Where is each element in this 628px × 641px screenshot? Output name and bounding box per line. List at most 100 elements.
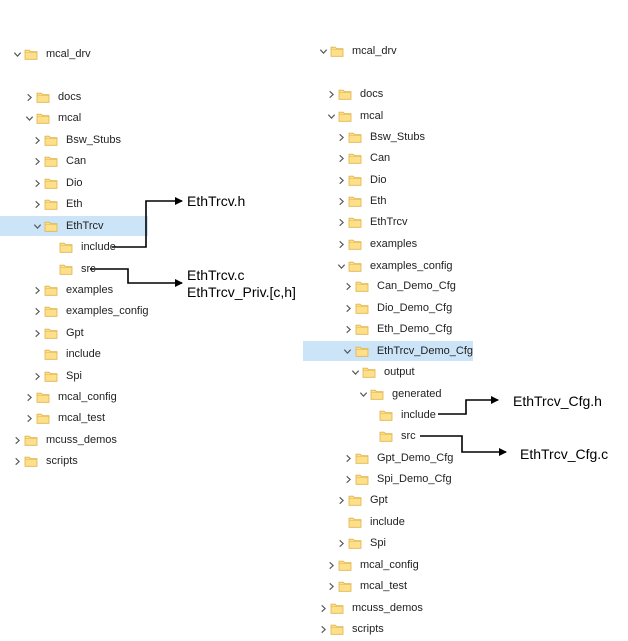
tree-item-ethtrcv[interactable]: EthTrcv: [334, 212, 408, 232]
chevron-right-icon[interactable]: [22, 387, 36, 407]
chevron-down-icon[interactable]: [341, 341, 355, 361]
folder-icon: [24, 47, 38, 61]
chevron-right-icon[interactable]: [334, 490, 348, 510]
callout-ethtrcv-cfg-c: EthTrcv_Cfg.c: [520, 446, 609, 462]
chevron-right-icon[interactable]: [10, 451, 24, 471]
chevron-down-icon[interactable]: [30, 216, 44, 236]
chevron-right-icon[interactable]: [30, 151, 44, 171]
chevron-right-icon[interactable]: [324, 555, 338, 575]
chevron-right-icon[interactable]: [341, 276, 355, 296]
tree-item-examples[interactable]: examples: [30, 280, 113, 300]
tree-item-src[interactable]: src: [365, 426, 416, 446]
chevron-right-icon[interactable]: [334, 234, 348, 254]
tree-item-include[interactable]: include: [365, 405, 436, 425]
tree-item-include[interactable]: include: [30, 344, 101, 364]
tree-item-examples[interactable]: examples: [334, 234, 417, 254]
tree-item-label: Eth: [66, 198, 83, 210]
tree-item-src[interactable]: src: [45, 259, 96, 279]
chevron-down-icon[interactable]: [10, 44, 24, 64]
tree-item-label: mcuss_demos: [46, 434, 117, 446]
chevron-right-icon[interactable]: [10, 430, 24, 450]
tree-item-docs[interactable]: docs: [22, 87, 81, 107]
folder-icon: [355, 451, 369, 465]
folder-icon: [44, 176, 58, 190]
tree-item-mcal-config[interactable]: mcal_config: [324, 555, 419, 575]
folder-icon: [330, 622, 344, 636]
chevron-right-icon[interactable]: [316, 619, 330, 639]
tree-item-eth-demo-cfg[interactable]: Eth_Demo_Cfg: [341, 319, 452, 339]
tree-item-label: include: [401, 409, 436, 421]
tree-item-examples-config[interactable]: examples_config: [334, 256, 453, 276]
chevron-right-icon[interactable]: [30, 366, 44, 386]
chevron-right-icon[interactable]: [324, 576, 338, 596]
tree-item-docs[interactable]: docs: [324, 84, 383, 104]
tree-item-gpt-demo-cfg[interactable]: Gpt_Demo_Cfg: [341, 448, 453, 468]
tree-item-spi[interactable]: Spi: [30, 366, 82, 386]
chevron-right-icon[interactable]: [30, 130, 44, 150]
tree-item-include[interactable]: include: [334, 512, 405, 532]
tree-item-gpt[interactable]: Gpt: [334, 490, 388, 510]
tree-item-eth[interactable]: Eth: [334, 191, 387, 211]
tree-item-generated[interactable]: generated: [356, 384, 442, 404]
chevron-down-icon[interactable]: [334, 256, 348, 276]
chevron-down-icon[interactable]: [22, 108, 36, 128]
tree-item-output[interactable]: output: [348, 362, 415, 382]
tree-item-ethtrcv-demo-cfg[interactable]: EthTrcv_Demo_Cfg: [303, 341, 473, 361]
folder-icon: [348, 237, 362, 251]
chevron-down-icon[interactable]: [348, 362, 362, 382]
tree-item-mcal-drv[interactable]: mcal_drv: [316, 41, 397, 61]
chevron-right-icon[interactable]: [341, 469, 355, 489]
tree-item-mcal-drv[interactable]: mcal_drv: [10, 44, 91, 64]
tree-item-eth[interactable]: Eth: [30, 194, 83, 214]
chevron-right-icon[interactable]: [30, 301, 44, 321]
tree-item-scripts[interactable]: scripts: [10, 451, 78, 471]
chevron-right-icon[interactable]: [22, 408, 36, 428]
tree-item-mcal-test[interactable]: mcal_test: [324, 576, 407, 596]
tree-item-dio[interactable]: Dio: [334, 170, 387, 190]
chevron-right-icon[interactable]: [30, 280, 44, 300]
tree-item-can[interactable]: Can: [30, 151, 86, 171]
tree-item-mcuss-demos[interactable]: mcuss_demos: [316, 598, 423, 618]
chevron-right-icon[interactable]: [30, 323, 44, 343]
tree-item-label: Gpt: [370, 494, 388, 506]
tree-item-mcal-test[interactable]: mcal_test: [22, 408, 105, 428]
tree-item-can[interactable]: Can: [334, 148, 390, 168]
chevron-right-icon[interactable]: [334, 533, 348, 553]
chevron-right-icon[interactable]: [341, 298, 355, 318]
tree-item-mcal-config[interactable]: mcal_config: [22, 387, 117, 407]
tree-item-label: Bsw_Stubs: [370, 131, 426, 143]
tree-item-dio-demo-cfg[interactable]: Dio_Demo_Cfg: [341, 298, 452, 318]
tree-item-mcal[interactable]: mcal: [22, 108, 81, 128]
chevron-right-icon[interactable]: [334, 191, 348, 211]
tree-item-gpt[interactable]: Gpt: [30, 323, 84, 343]
tree-item-dio[interactable]: Dio: [30, 173, 83, 193]
tree-item-spi[interactable]: Spi: [334, 533, 386, 553]
tree-item-examples-config[interactable]: examples_config: [30, 301, 149, 321]
tree-item-ethtrcv[interactable]: EthTrcv: [0, 216, 148, 236]
chevron-right-icon[interactable]: [30, 173, 44, 193]
chevron-right-icon[interactable]: [334, 212, 348, 232]
tree-item-label: include: [66, 348, 101, 360]
tree-item-mcuss-demos[interactable]: mcuss_demos: [10, 430, 117, 450]
chevron-right-icon[interactable]: [341, 319, 355, 339]
chevron-down-icon[interactable]: [324, 106, 338, 126]
chevron-right-icon[interactable]: [30, 194, 44, 214]
tree-item-bsw-stubs[interactable]: Bsw_Stubs: [334, 127, 425, 147]
tree-item-can-demo-cfg[interactable]: Can_Demo_Cfg: [341, 276, 456, 296]
chevron-right-icon[interactable]: [324, 84, 338, 104]
tree-item-label: mcal: [360, 110, 384, 122]
chevron-right-icon[interactable]: [334, 170, 348, 190]
tree-item-scripts[interactable]: scripts: [316, 619, 384, 639]
tree-item-spi-demo-cfg[interactable]: Spi_Demo_Cfg: [341, 469, 452, 489]
chevron-right-icon[interactable]: [316, 598, 330, 618]
chevron-down-icon[interactable]: [356, 384, 370, 404]
chevron-right-icon[interactable]: [334, 127, 348, 147]
tree-item-mcal[interactable]: mcal: [324, 106, 383, 126]
tree-item-include[interactable]: include: [45, 237, 116, 257]
chevron-right-icon[interactable]: [341, 448, 355, 468]
chevron-down-icon[interactable]: [316, 41, 330, 61]
tree-item-bsw-stubs[interactable]: Bsw_Stubs: [30, 130, 121, 150]
tree-item-label: examples_config: [66, 305, 149, 317]
chevron-right-icon[interactable]: [22, 87, 36, 107]
chevron-right-icon[interactable]: [334, 148, 348, 168]
